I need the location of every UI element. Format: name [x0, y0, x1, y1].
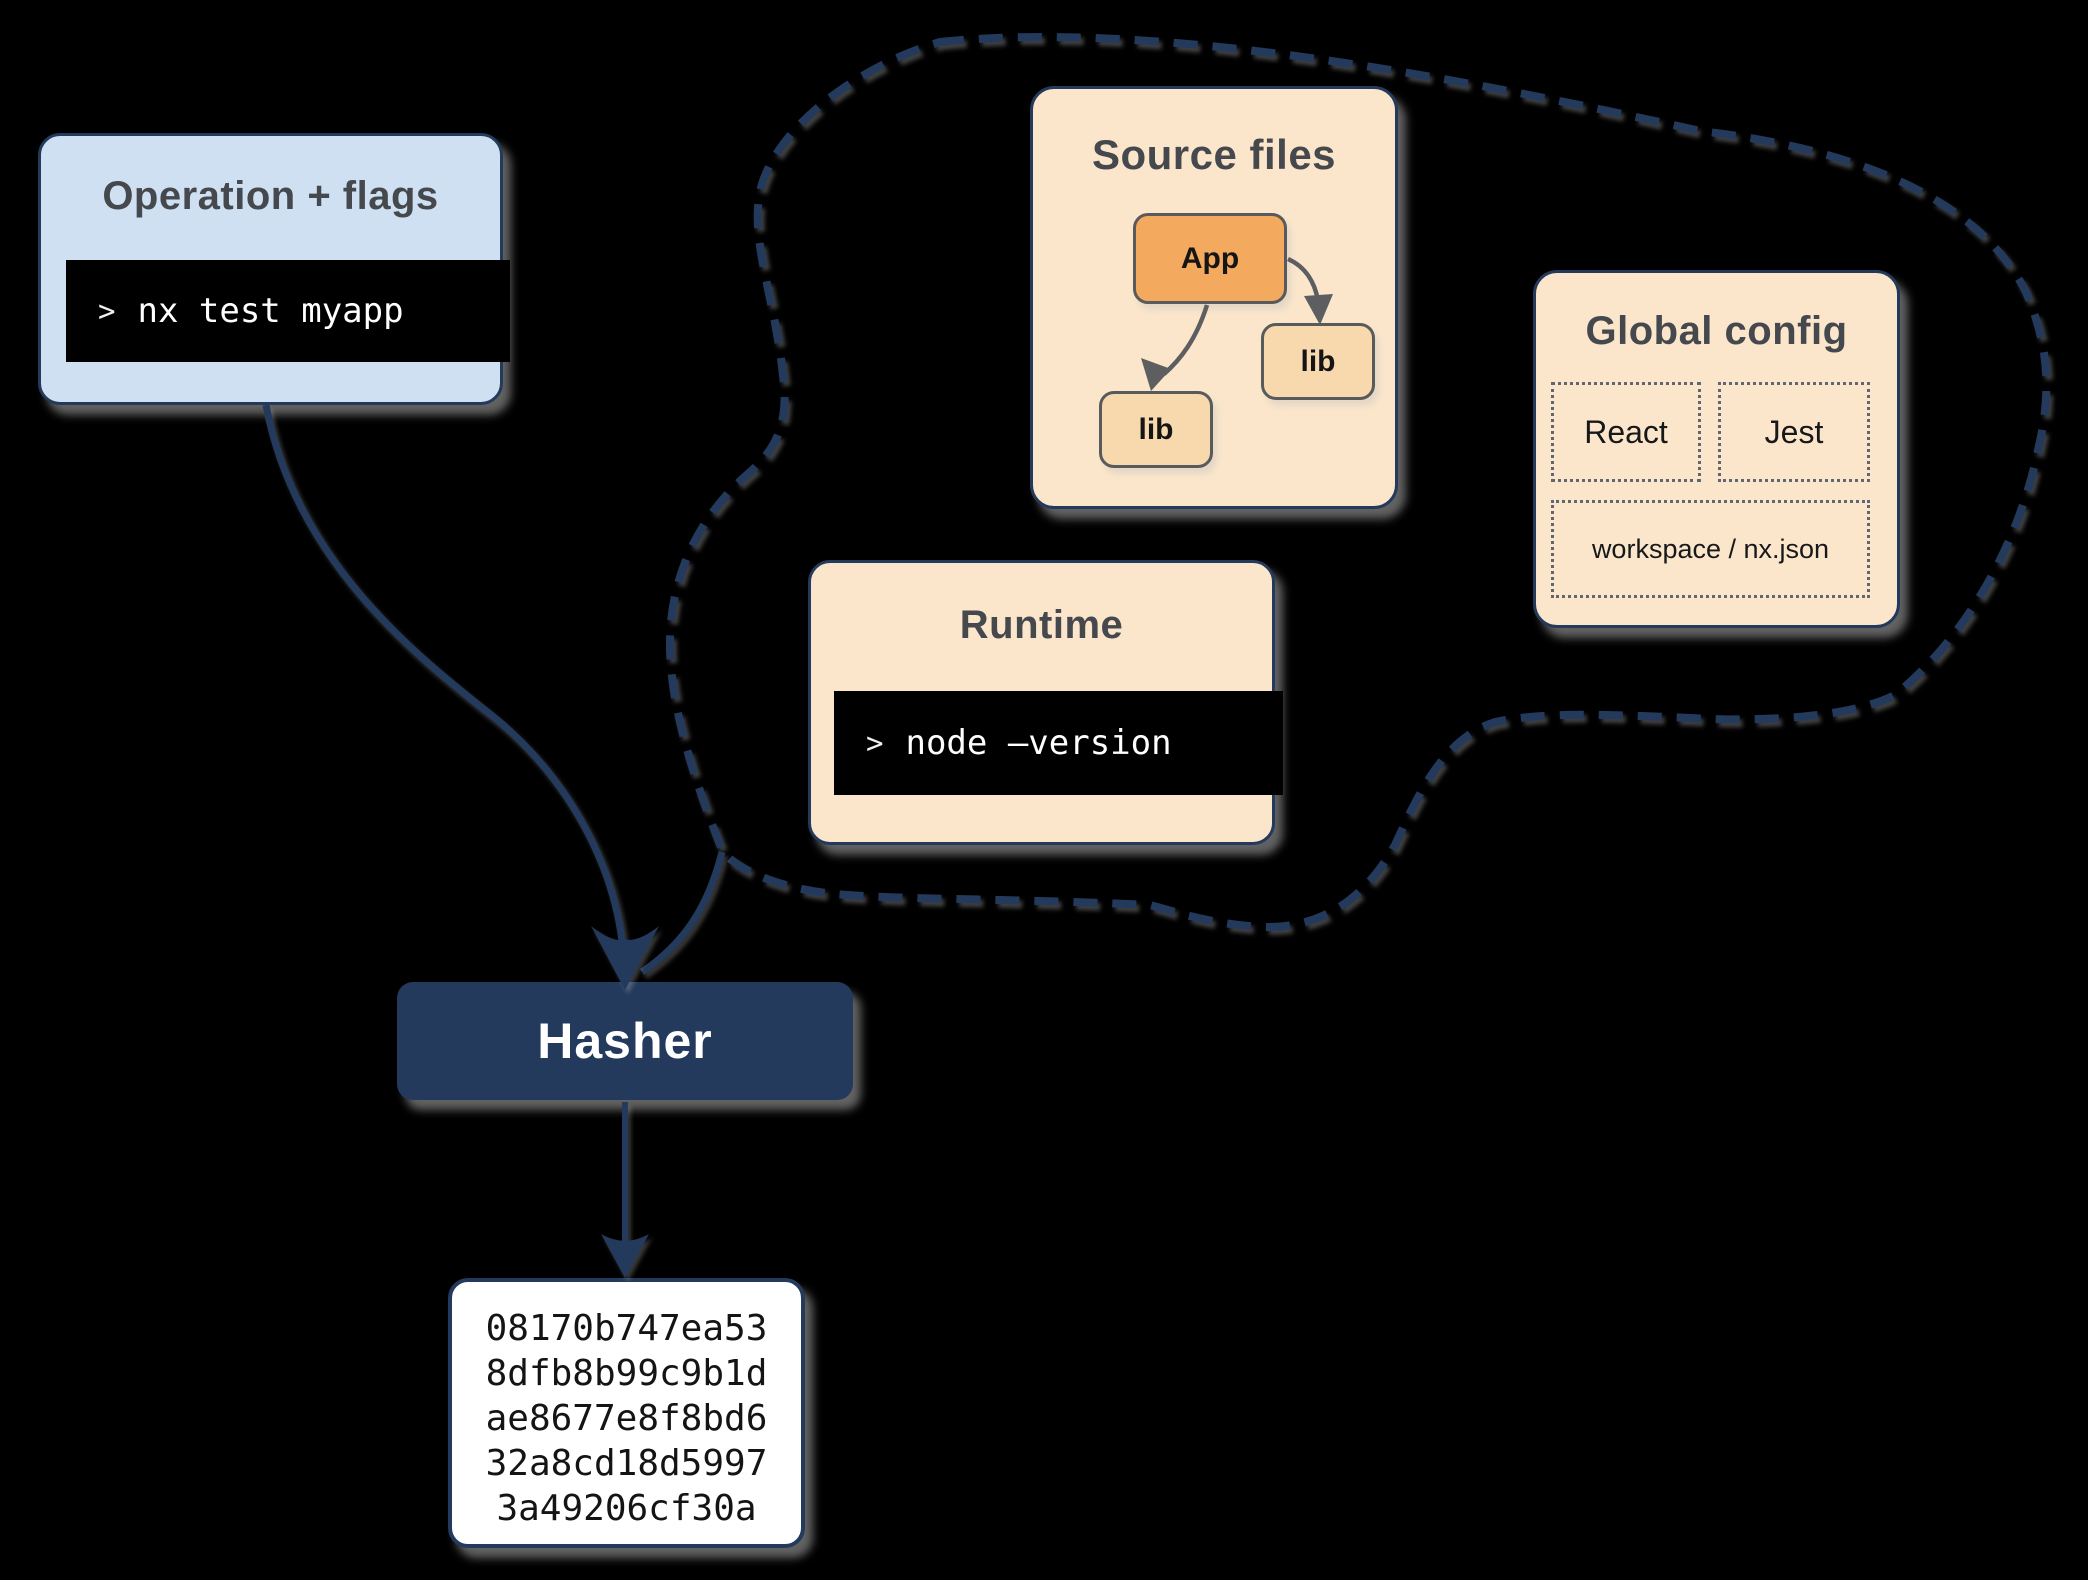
global-config-item-jest: Jest [1718, 382, 1870, 482]
hash-line: 3a49206cf30a [496, 1488, 757, 1529]
operation-flags-title: Operation + flags [102, 174, 439, 218]
hash-output-arrowhead-icon [601, 1234, 649, 1278]
runtime-node: Runtime > node –version [808, 560, 1283, 845]
hash-line: 08170b747ea53 [485, 1308, 768, 1349]
operation-terminal: > nx test myapp [66, 260, 510, 362]
cloud-to-hasher-connector [640, 851, 726, 975]
jest-label: Jest [1764, 413, 1824, 450]
runtime-title: Runtime [959, 603, 1124, 647]
lib-node-label: lib [1138, 412, 1174, 446]
workspace-nxjson-label: workspace / nx.json [1591, 533, 1830, 564]
operation-to-hasher-connector [262, 404, 627, 951]
source-files-node: Source files App lib lib [1030, 86, 1398, 509]
hash-line: 32a8cd18d5997 [485, 1443, 768, 1484]
hash-line: ae8677e8f8bd6 [485, 1398, 768, 1439]
hash-line: 8dfb8b99c9b1d [485, 1353, 768, 1394]
hasher-arrowhead-icon [591, 926, 659, 990]
terminal-prompt-icon: > [98, 294, 116, 328]
hash-output-node: 08170b747ea53 8dfb8b99c9b1d ae8677e8f8bd… [448, 1278, 805, 1548]
global-config-title: Global config [1585, 309, 1848, 353]
lib-node-left: lib [1099, 391, 1213, 468]
react-label: React [1584, 413, 1668, 450]
global-config-item-workspace: workspace / nx.json [1551, 500, 1870, 598]
global-config-item-react: React [1551, 382, 1701, 482]
hasher-label: Hasher [537, 1013, 713, 1069]
runtime-command-text: node –version [905, 723, 1172, 763]
global-config-node: Global config React Jest workspace / nx.… [1533, 270, 1900, 628]
hasher-node: Hasher [397, 982, 853, 1100]
app-node: App [1133, 213, 1287, 304]
lib-node-right: lib [1261, 323, 1375, 400]
lib-node-label: lib [1300, 344, 1336, 378]
source-files-title: Source files [1091, 131, 1337, 178]
runtime-terminal: > node –version [834, 691, 1283, 795]
operation-command-text: nx test myapp [137, 291, 404, 331]
app-node-label: App [1180, 241, 1240, 275]
terminal-prompt-icon: > [866, 726, 884, 760]
operation-flags-node: Operation + flags > nx test myapp [38, 133, 510, 405]
